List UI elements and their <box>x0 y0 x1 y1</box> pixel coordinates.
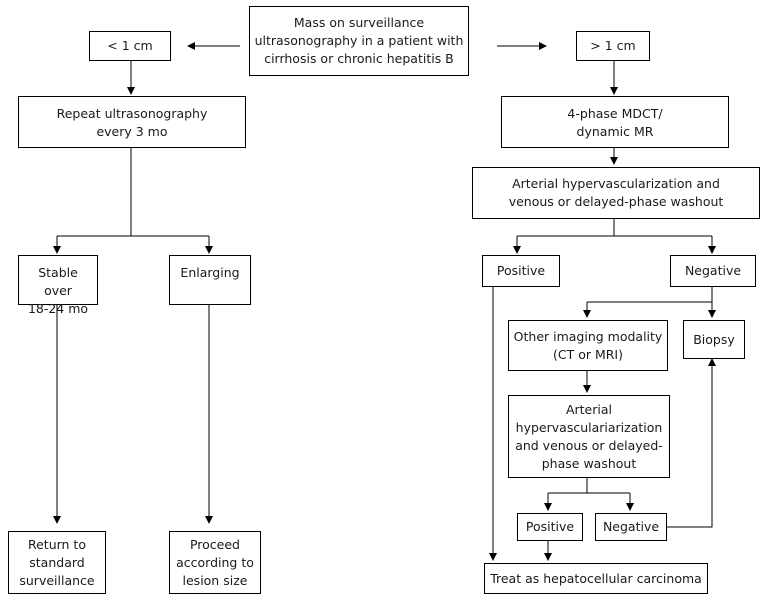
node-stable-over-18-24-mo: Stable over 18-24 mo <box>18 255 98 316</box>
node-proceed-according-to-lesion-size: Proceed according to lesion size <box>169 531 261 594</box>
node-positive-1: Positive <box>482 255 560 287</box>
node-return-to-standard-surveillance: Return to standard surveillance <box>8 531 106 594</box>
node-arterial-hypervascularization-2: Arterial hypervasculariarization and ven… <box>508 395 670 478</box>
arrow-negative2-to-biopsy <box>667 358 716 528</box>
node-repeat-ultrasonography: Repeat ultrasonography every 3 mo <box>18 96 246 148</box>
node-treat-as-hcc: Treat as hepatocellular carcinoma <box>484 563 708 594</box>
node-4-phase-mdct: 4-phase MDCT/ dynamic MR <box>501 96 729 148</box>
node-arterial-hypervascularization-1: Arterial hypervascularization and venous… <box>472 167 760 219</box>
node-enlarging: Enlarging <box>169 255 251 305</box>
node-less-than-1cm: < 1 cm <box>89 31 171 61</box>
node-positive-2: Positive <box>517 513 583 541</box>
node-greater-than-1cm: > 1 cm <box>576 31 650 61</box>
node-biopsy: Biopsy <box>683 320 745 359</box>
node-negative-2: Negative <box>595 513 667 541</box>
node-mass-on-surveillance: Mass on surveillance ultrasonography in … <box>249 6 469 76</box>
node-negative-1: Negative <box>670 255 756 287</box>
node-other-imaging-modality: Other imaging modality (CT or MRI) <box>508 320 668 371</box>
